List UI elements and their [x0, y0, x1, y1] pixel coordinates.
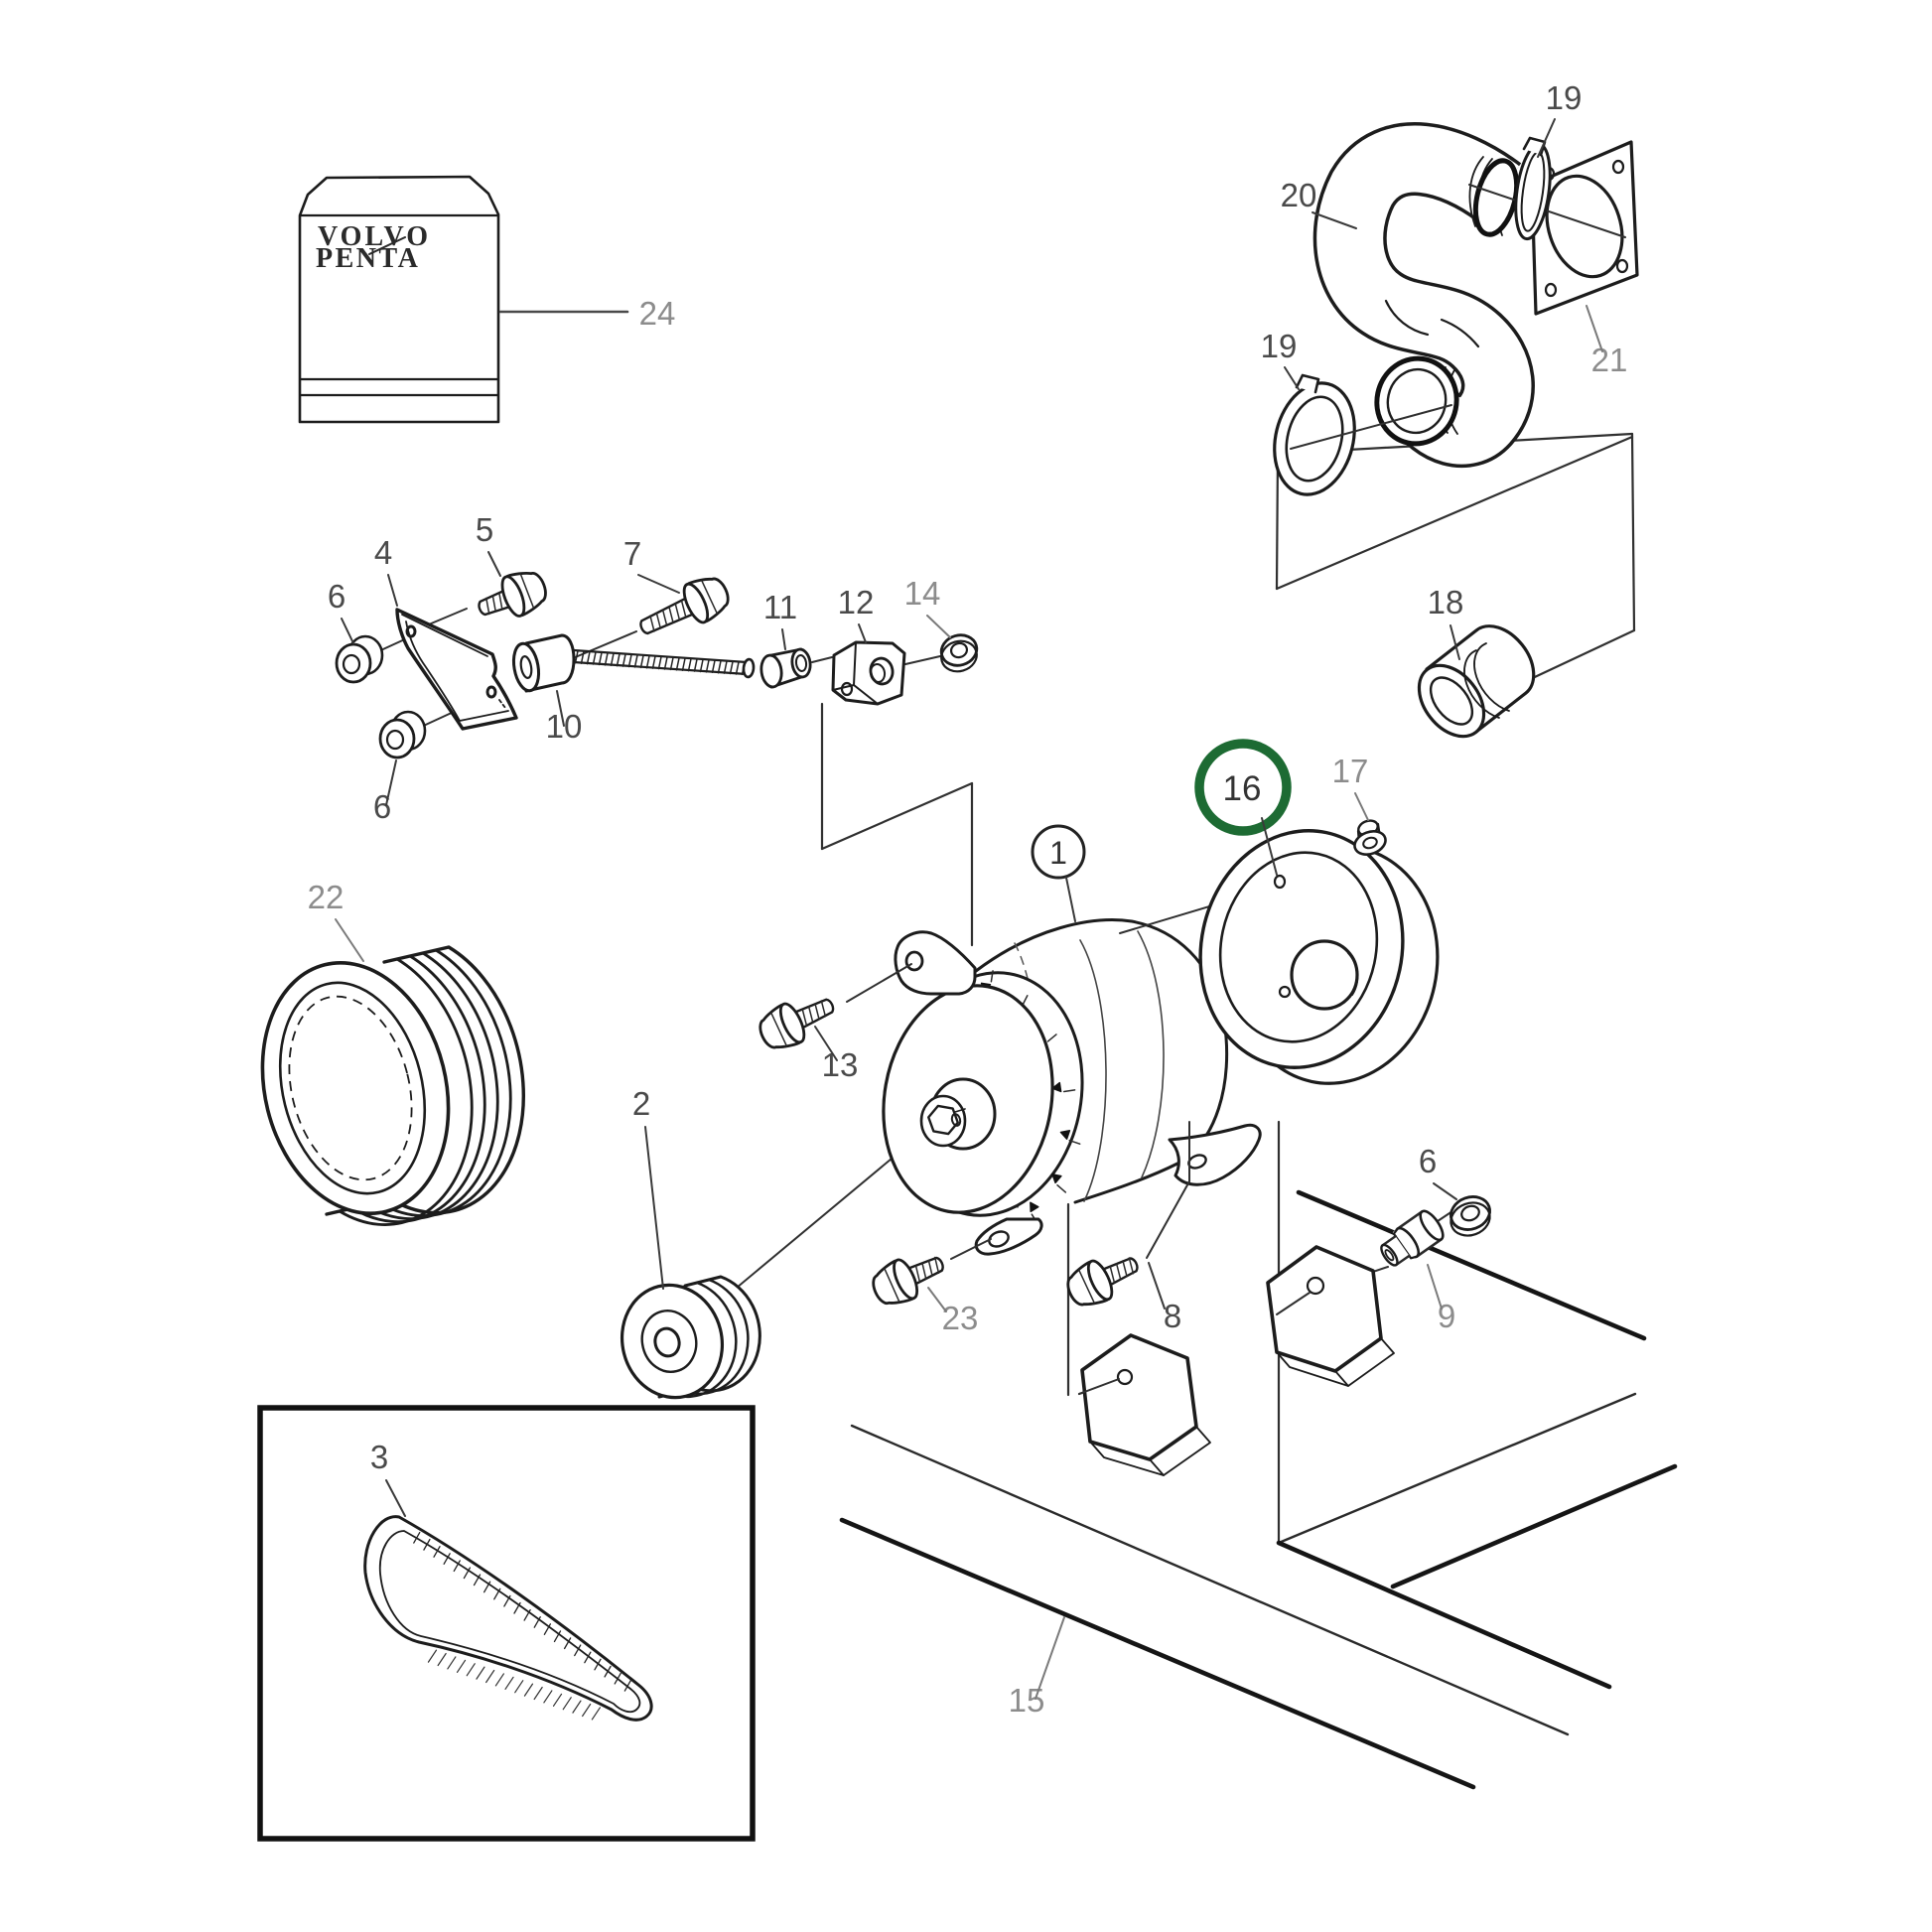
- svg-text:11: 11: [763, 589, 797, 625]
- svg-text:5: 5: [476, 511, 493, 548]
- svg-text:8: 8: [1164, 1298, 1181, 1334]
- svg-text:6: 6: [373, 788, 391, 825]
- svg-text:3: 3: [370, 1439, 388, 1475]
- svg-text:1: 1: [1049, 835, 1067, 871]
- svg-text:6: 6: [1419, 1143, 1437, 1179]
- svg-text:13: 13: [822, 1046, 859, 1083]
- svg-text:14: 14: [904, 575, 941, 612]
- svg-text:22: 22: [308, 879, 345, 915]
- svg-text:19: 19: [1261, 328, 1298, 364]
- svg-text:17: 17: [1332, 753, 1369, 789]
- svg-text:21: 21: [1591, 342, 1628, 378]
- svg-text:7: 7: [623, 535, 641, 572]
- svg-text:4: 4: [374, 534, 392, 571]
- svg-text:PENTA: PENTA: [316, 243, 420, 274]
- svg-text:20: 20: [1281, 177, 1317, 213]
- svg-text:16: 16: [1223, 769, 1262, 808]
- svg-text:19: 19: [1546, 79, 1583, 116]
- svg-text:VOLVO: VOLVO: [318, 221, 431, 252]
- svg-text:6: 6: [328, 578, 345, 615]
- svg-text:18: 18: [1428, 584, 1464, 621]
- svg-text:2: 2: [632, 1085, 650, 1122]
- svg-text:24: 24: [639, 295, 676, 332]
- svg-text:12: 12: [838, 584, 875, 621]
- svg-text:23: 23: [942, 1300, 979, 1336]
